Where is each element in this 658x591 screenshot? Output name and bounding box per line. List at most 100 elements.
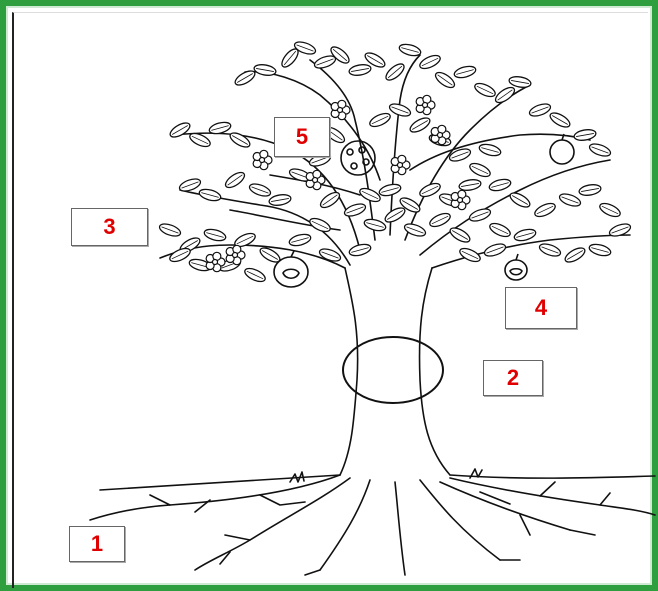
leaf-vein	[461, 183, 479, 187]
label-4: 4	[505, 287, 577, 329]
leaf-vein	[591, 247, 609, 253]
label-2: 2	[483, 360, 543, 396]
leaf-vein	[561, 196, 579, 204]
ground-line-left	[99, 474, 341, 491]
leaf-vein	[401, 47, 419, 53]
leaf-vein	[251, 186, 269, 194]
fruit-apple	[549, 139, 575, 165]
leaf-vein	[321, 251, 339, 259]
trunk-right-edge	[418, 267, 451, 476]
label-1: 1	[69, 526, 125, 562]
branch	[419, 159, 611, 256]
leaf-vein	[271, 198, 289, 202]
leaf-vein	[381, 187, 399, 193]
leaf-vein	[601, 205, 619, 215]
leaf-vein	[311, 220, 329, 230]
leaf-vein	[171, 250, 189, 260]
flower	[225, 244, 246, 266]
leaf-vein	[332, 48, 348, 62]
flower-large	[340, 140, 376, 176]
leaf-vein	[456, 69, 474, 75]
fruit-apple	[273, 256, 309, 288]
leaf-vein	[367, 55, 383, 65]
leaf-vein	[497, 89, 513, 101]
leaf-vein	[471, 165, 489, 175]
leaf-vein	[491, 182, 509, 188]
leaf-vein	[237, 73, 253, 83]
flower	[390, 154, 411, 176]
leaf-vein	[296, 44, 314, 52]
leaf-vein	[451, 151, 469, 159]
trunk-circle	[342, 336, 444, 404]
leaf-vein	[172, 125, 188, 135]
leaf-vein	[262, 250, 278, 260]
leaf-vein	[437, 74, 453, 86]
leaf-vein	[232, 135, 248, 145]
leaf-vein	[412, 120, 428, 130]
leaf-vein	[191, 135, 209, 145]
leaf-vein	[316, 58, 334, 66]
leaf-vein	[246, 270, 264, 280]
leaf-vein	[161, 226, 179, 234]
label-3: 3	[71, 208, 148, 246]
flower	[252, 149, 273, 171]
leaf-vein	[486, 246, 504, 254]
leaf-vein	[387, 210, 403, 220]
leaf-vein	[552, 115, 568, 125]
leaf-vein	[576, 133, 594, 137]
root	[194, 477, 351, 571]
leaf-vein	[181, 181, 199, 189]
flower	[305, 169, 326, 191]
leaf-vein	[406, 226, 424, 234]
leaf-vein	[206, 232, 224, 238]
flower	[450, 189, 471, 211]
root	[419, 479, 501, 561]
leaf-vein	[322, 194, 338, 206]
leaf-vein	[351, 247, 369, 253]
leaf-vein	[476, 85, 494, 95]
leaf-vein	[452, 230, 468, 240]
flower	[415, 94, 436, 116]
leaf-vein	[512, 195, 528, 205]
leaf-vein	[391, 106, 409, 114]
leaf-vein	[591, 146, 609, 154]
leaf-vein	[211, 125, 229, 131]
flower	[430, 124, 451, 146]
leaf-vein	[371, 115, 389, 125]
leaf-vein	[461, 250, 479, 260]
root	[449, 477, 656, 516]
leaf-vein	[431, 215, 449, 225]
leaf-vein	[471, 211, 489, 219]
leaf-vein	[351, 68, 369, 72]
leaf-vein	[387, 65, 403, 79]
leaf-vein	[531, 106, 549, 114]
leaf-vein	[327, 129, 343, 141]
root	[394, 481, 406, 576]
trunk-left-edge	[339, 267, 359, 476]
leaf-vein	[291, 237, 309, 243]
leaf-vein	[283, 50, 297, 66]
leaf-vein	[366, 222, 384, 228]
leaf-vein	[236, 235, 254, 245]
ground-line-right	[449, 474, 656, 479]
leaf-vein	[421, 185, 439, 195]
leaf-vein	[421, 57, 439, 67]
leaf-vein	[402, 200, 418, 210]
leaf-vein	[536, 205, 554, 215]
flower	[205, 251, 226, 273]
fruit-apple	[504, 259, 528, 281]
leaf-vein	[311, 156, 329, 164]
worksheet-area	[12, 12, 648, 588]
branch	[409, 133, 591, 171]
branch	[309, 59, 376, 241]
leaf-vein	[227, 174, 243, 186]
leaf-vein	[541, 246, 559, 254]
leaf-vein	[581, 188, 599, 192]
leaf-vein	[611, 226, 629, 234]
root	[89, 474, 341, 521]
leaf-vein	[346, 206, 364, 214]
root	[439, 481, 571, 531]
leaf-vein	[481, 147, 499, 153]
